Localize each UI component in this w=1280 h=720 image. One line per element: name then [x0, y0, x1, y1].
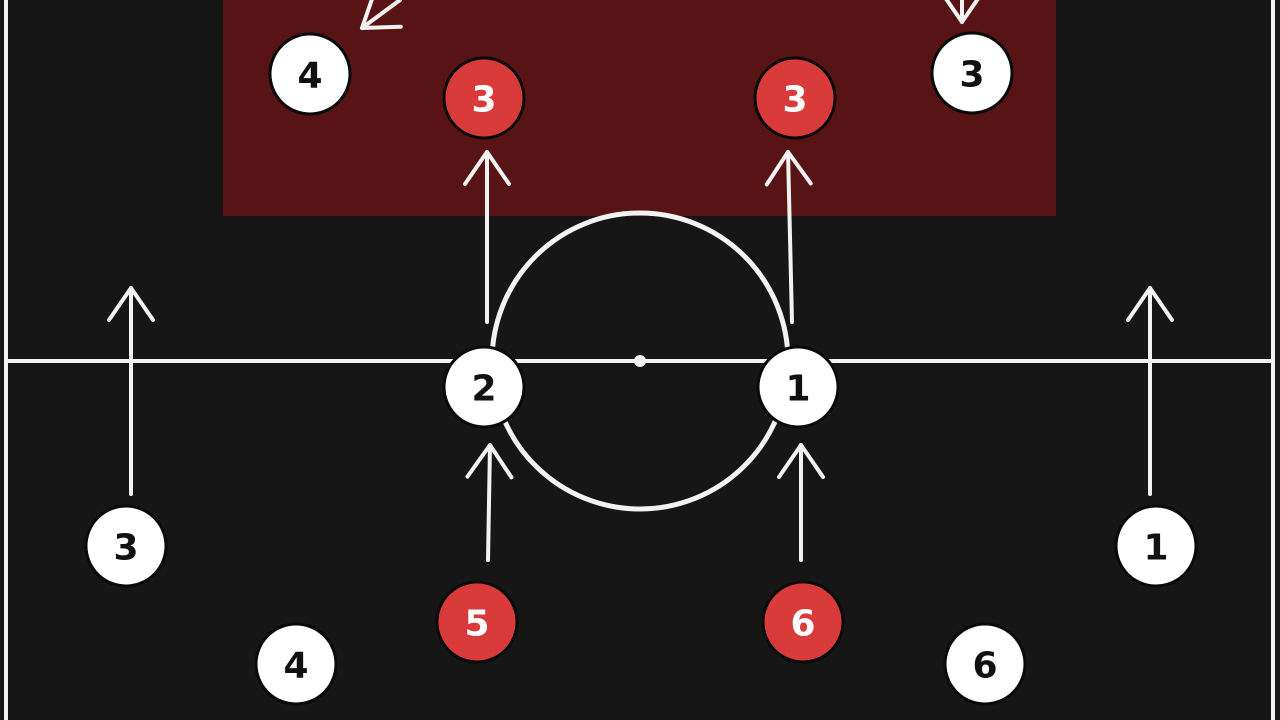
- highlight-zone: [223, 0, 1056, 216]
- arrow-right-wing: [1126, 286, 1174, 496]
- arrow-3-top-out: [944, 0, 980, 24]
- token-circle: [756, 345, 840, 429]
- token-white-3-left: 3: [84, 504, 168, 588]
- arrow-head: [463, 150, 511, 186]
- arrow-head: [360, 0, 403, 30]
- arrow-head: [764, 150, 813, 187]
- arrow-head: [107, 286, 155, 322]
- token-label: 3: [959, 55, 984, 96]
- token-label: 4: [297, 56, 322, 97]
- token-white-1-right: 1: [1114, 504, 1198, 588]
- token-label: 1: [1143, 528, 1168, 569]
- player-tokens: 4 3 3 3 2 1 3 1 5 6 4 6: [84, 31, 1198, 706]
- token-label: 2: [471, 369, 496, 410]
- arrow-head: [944, 0, 980, 24]
- token-white-2-center: 2: [442, 345, 526, 429]
- token-white-4-bottom: 4: [254, 622, 338, 706]
- token-red-3-right: 3: [753, 56, 837, 140]
- token-label: 4: [283, 646, 308, 687]
- token-label: 3: [113, 528, 138, 569]
- token-circle: [943, 622, 1027, 706]
- token-circle: [268, 32, 352, 116]
- token-circle: [761, 580, 845, 664]
- arrow-left-wing: [107, 286, 155, 496]
- token-red-6: 6: [761, 580, 845, 664]
- token-label: 3: [782, 80, 807, 121]
- token-white-6-bottom: 6: [943, 622, 1027, 706]
- arrow-head: [777, 443, 825, 479]
- movement-arrows: [107, 0, 1174, 562]
- token-label: 6: [972, 646, 997, 687]
- arrow-head: [465, 443, 514, 480]
- token-circle: [442, 56, 526, 140]
- token-circle: [435, 580, 519, 664]
- arrow-1-forward: [764, 150, 813, 324]
- token-circle: [254, 622, 338, 706]
- token-circle: [1114, 504, 1198, 588]
- token-white-1-center: 1: [756, 345, 840, 429]
- token-circle: [84, 504, 168, 588]
- arrow-shaft: [786, 150, 794, 324]
- token-label: 1: [785, 369, 810, 410]
- token-circle: [442, 345, 526, 429]
- arrow-6-forward: [777, 443, 825, 562]
- token-label: 3: [471, 80, 496, 121]
- token-label: 5: [464, 604, 489, 645]
- token-circle: [930, 31, 1014, 115]
- center-spot: [634, 355, 646, 367]
- token-circle: [753, 56, 837, 140]
- token-label: 6: [790, 604, 815, 645]
- arrow-2-forward: [463, 150, 511, 324]
- arrow-5-forward: [465, 443, 514, 562]
- token-red-3-left: 3: [442, 56, 526, 140]
- token-white-4-top: 4: [268, 32, 352, 116]
- arrow-shaft: [360, 0, 402, 30]
- arrow-4-top-out: [360, 0, 403, 30]
- arrow-head: [1126, 286, 1174, 322]
- token-red-5: 5: [435, 580, 519, 664]
- arrow-shaft: [486, 443, 492, 562]
- token-white-3-top: 3: [930, 31, 1014, 115]
